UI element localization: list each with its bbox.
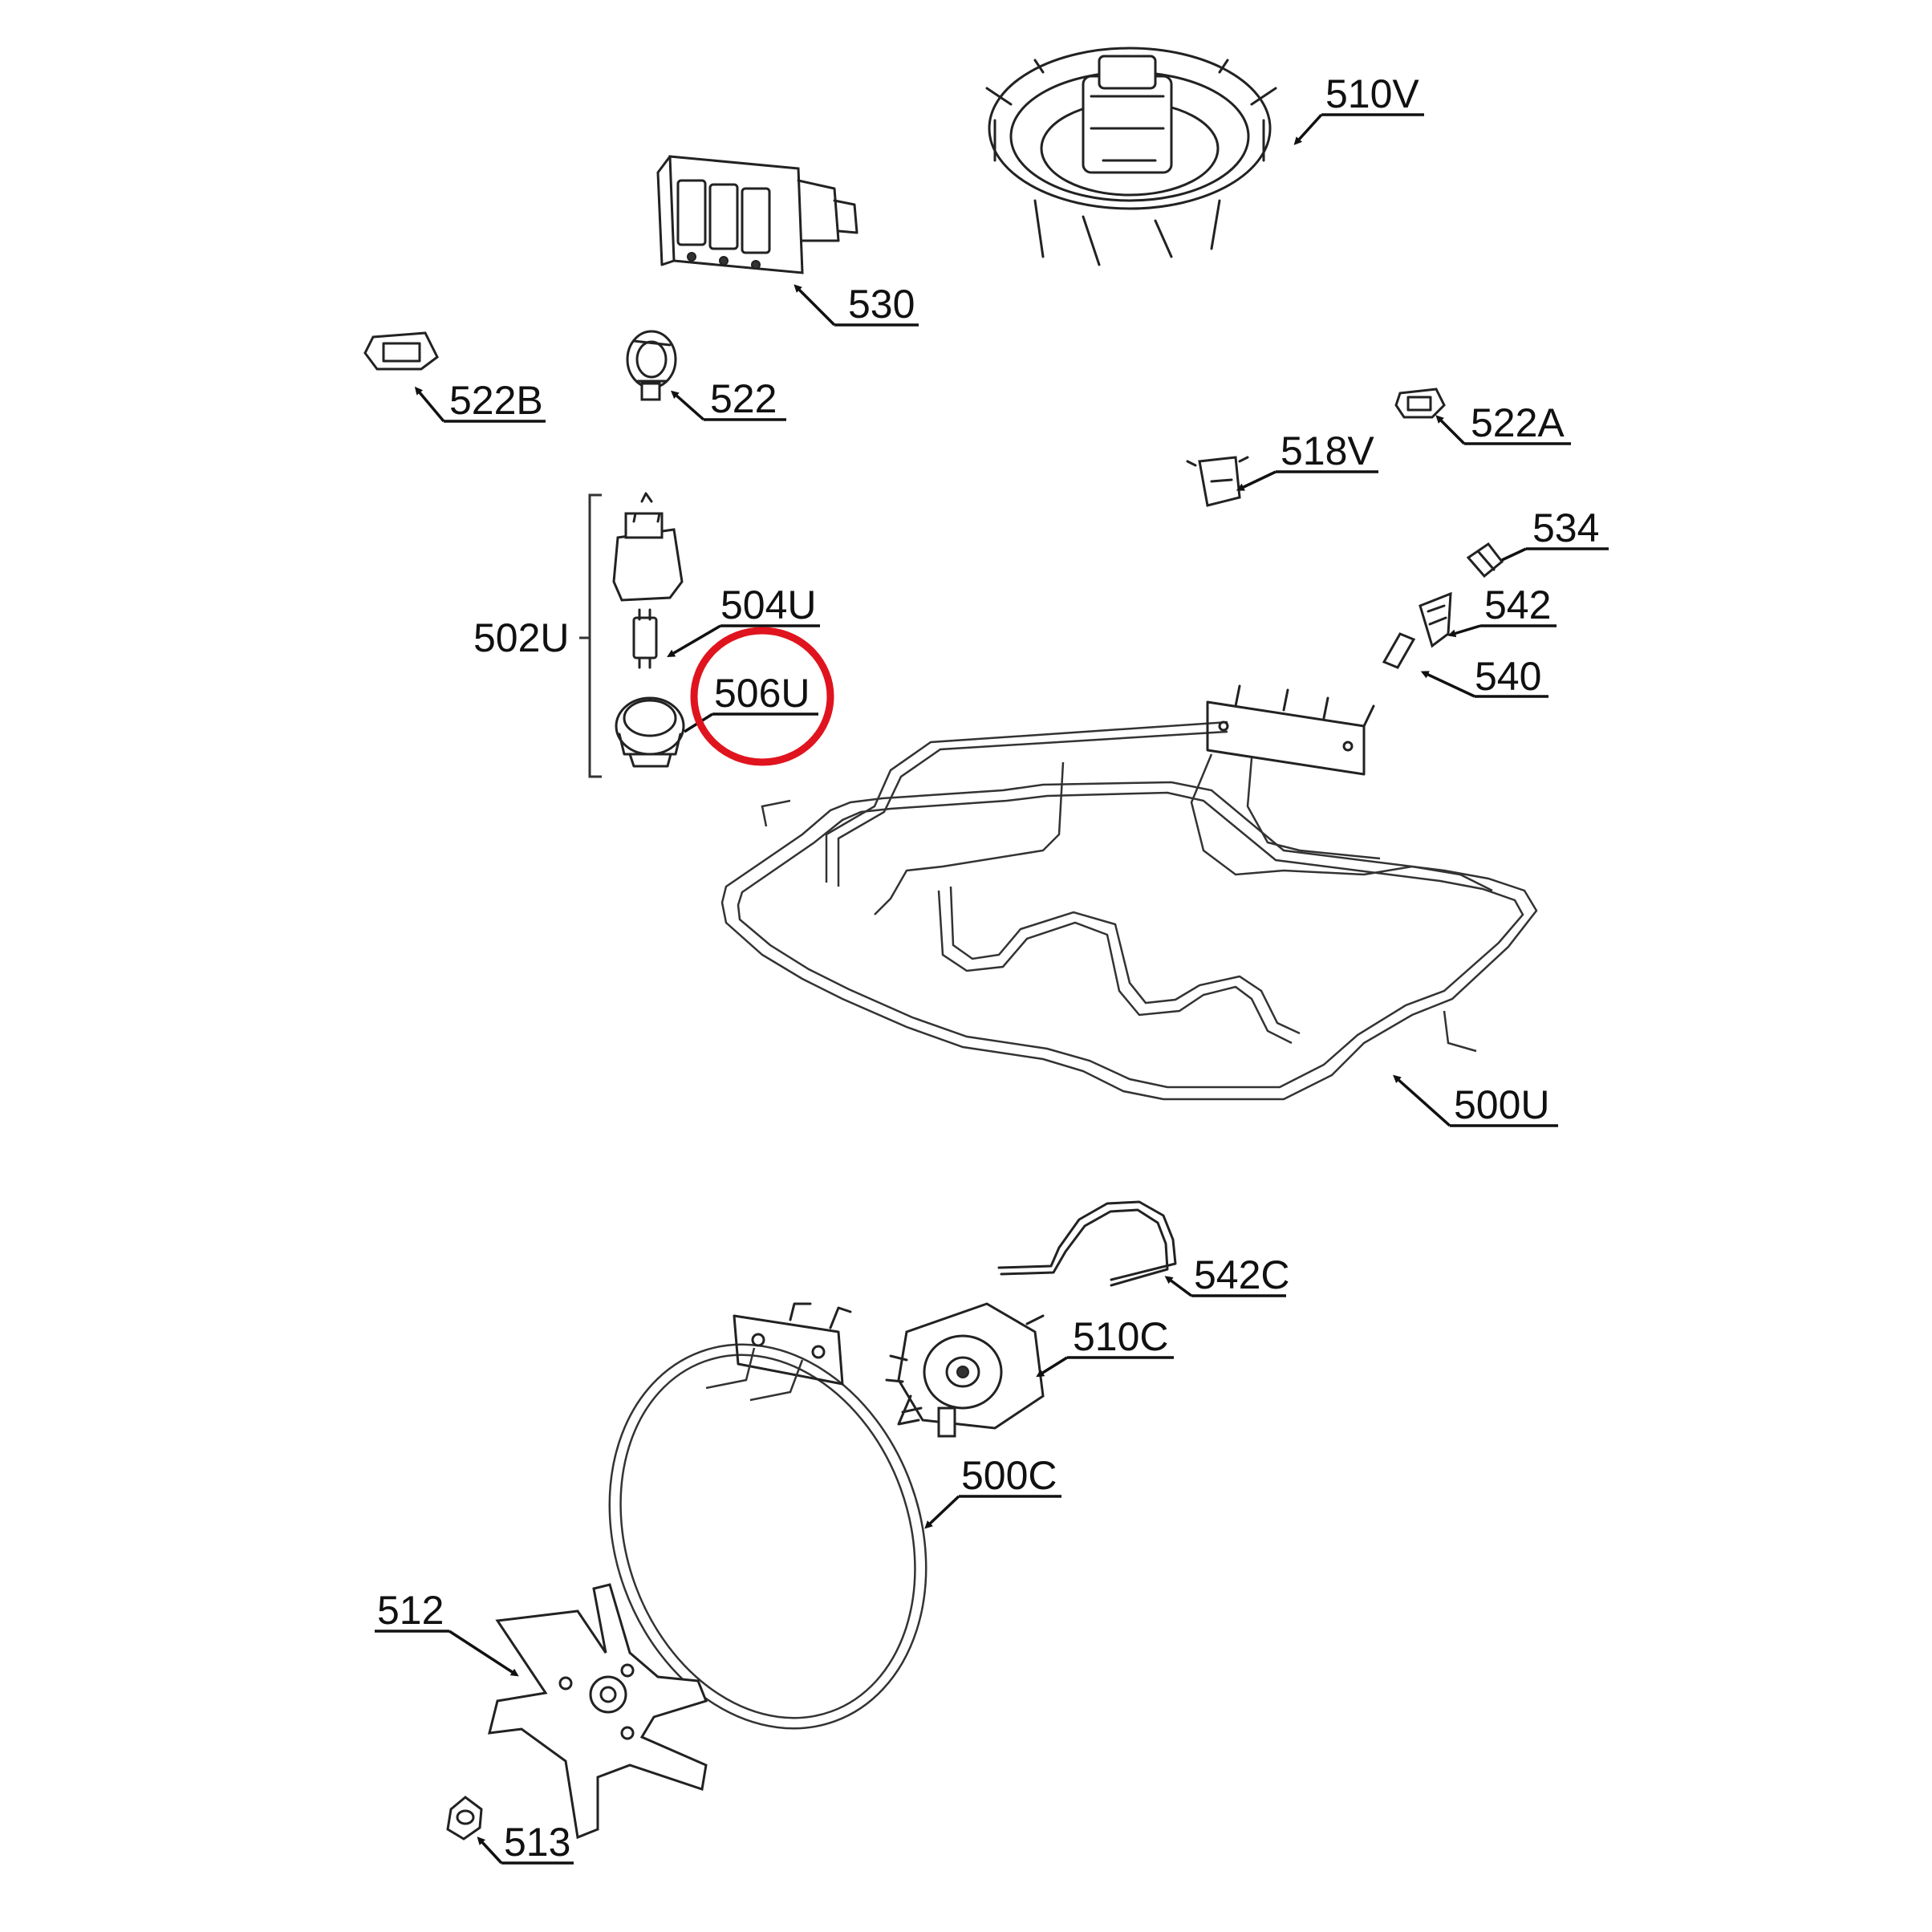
label-500U: 500U <box>1454 1082 1550 1127</box>
part-522B-clip <box>363 331 439 371</box>
part-512-fan-blade <box>488 1583 708 1840</box>
part-540-glass <box>1382 632 1416 669</box>
leader-534-line <box>1501 547 1527 562</box>
label-510C: 510C <box>1073 1314 1169 1359</box>
part-542-lamp-cover <box>1419 591 1452 648</box>
leader-500U <box>1393 1074 1558 1127</box>
part-542C-clip <box>997 1200 1177 1287</box>
part-510V-fan-assembly <box>985 47 1277 266</box>
part-522-lamp-holder <box>626 330 677 401</box>
leader-522 <box>671 390 786 421</box>
leader-518V <box>1236 470 1378 491</box>
label-510V: 510V <box>1325 71 1419 116</box>
leader-510C <box>1036 1356 1174 1378</box>
label-534: 534 <box>1532 505 1599 550</box>
part-530-terminal-block <box>656 155 858 274</box>
label-500C: 500C <box>961 1453 1057 1498</box>
part-518V-bracket <box>1186 456 1249 507</box>
label-513: 513 <box>504 1820 570 1865</box>
label-512: 512 <box>377 1588 444 1633</box>
part-502U-group-bracket <box>579 493 602 778</box>
leader-522A <box>1435 415 1571 445</box>
part-510C-motor <box>885 1302 1045 1438</box>
leader-500C <box>924 1495 1061 1529</box>
label-522B: 522B <box>449 378 543 423</box>
part-513-nut <box>446 1796 483 1841</box>
part-534-bulb <box>1466 542 1504 578</box>
part-500C-ring-element <box>608 1302 927 1730</box>
leader-512 <box>375 1630 519 1677</box>
label-522A: 522A <box>1471 400 1565 445</box>
part-506U-cap <box>615 696 685 768</box>
part-504U-connector <box>632 608 658 669</box>
label-530: 530 <box>848 282 915 327</box>
leader-542C <box>1164 1276 1286 1297</box>
leader-522B <box>414 386 546 423</box>
leader-530 <box>794 284 919 327</box>
label-540: 540 <box>1475 654 1541 699</box>
part-522A-clip <box>1394 388 1446 419</box>
label-542C: 542C <box>1194 1252 1290 1297</box>
part-500U-top-element <box>720 684 1538 1101</box>
label-506U: 506U <box>714 671 810 716</box>
highlight-circle-506U <box>690 627 834 766</box>
label-502U: 502U <box>473 615 570 660</box>
part-502U-thermostat <box>612 492 684 602</box>
leader-542 <box>1447 624 1557 638</box>
label-542: 542 <box>1484 582 1551 627</box>
label-522: 522 <box>710 376 777 421</box>
leader-510V <box>1293 113 1424 145</box>
leader-504U <box>667 624 820 658</box>
leader-540 <box>1420 671 1548 698</box>
label-518V: 518V <box>1281 428 1374 473</box>
leader-513 <box>477 1837 574 1865</box>
label-504U: 504U <box>720 582 817 627</box>
